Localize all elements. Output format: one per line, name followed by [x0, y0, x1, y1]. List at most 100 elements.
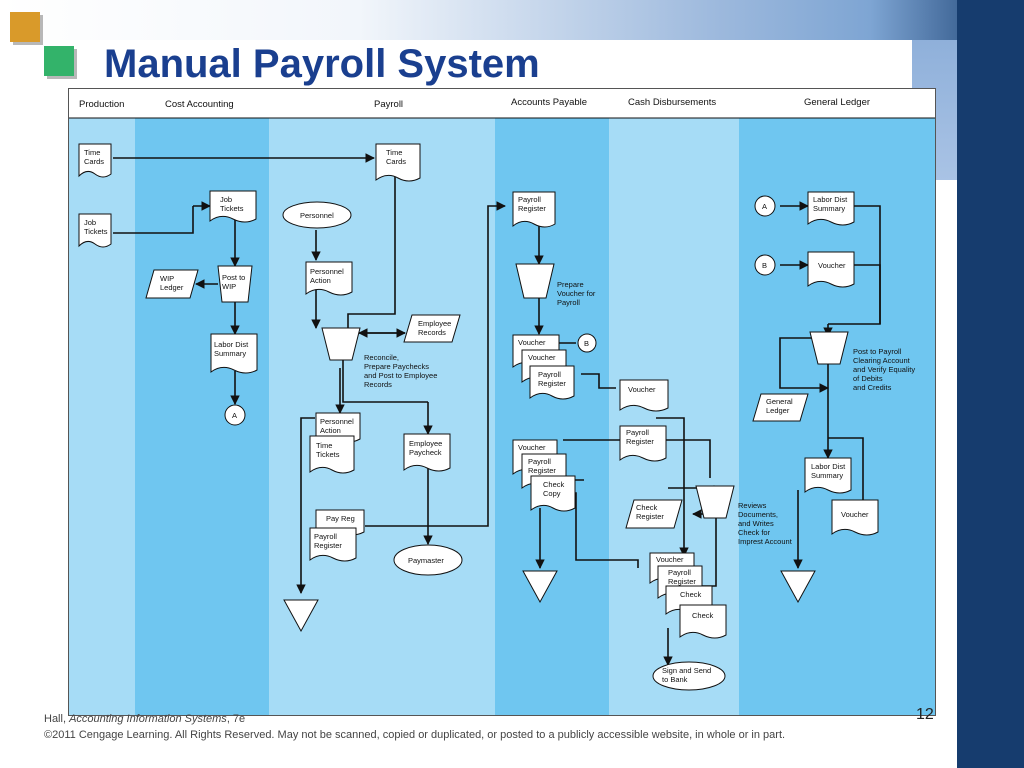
page-number: 12 [916, 706, 934, 723]
ledger-ca-wip [145, 269, 199, 299]
label-ap-connector-b: B [584, 339, 589, 348]
label-gl-connector-a: A [762, 202, 767, 211]
document-pr-employee-paycheck [403, 433, 451, 472]
label-gl-voucher: Voucher [818, 261, 846, 270]
right-decorative-band [957, 0, 1024, 768]
terminal-pr-paymaster [393, 544, 463, 576]
file-ap-triangle [522, 570, 558, 604]
document-gl-voucher-2 [831, 499, 879, 536]
footer-copyright: ©2011 Cengage Learning. All Rights Reser… [44, 729, 786, 741]
lane-header-cost-accounting: Cost Accounting [165, 99, 234, 110]
document-gl-voucher [807, 251, 855, 288]
ledger-pr-employee-records [403, 314, 461, 343]
document-pr-payroll-register [309, 527, 357, 562]
label-ap-voucher-3: Voucher [518, 443, 546, 452]
green-square-bullet [44, 46, 74, 76]
document-cd-payroll-register [619, 425, 667, 462]
document-cd-check-2 [679, 604, 727, 639]
manual-op-pr-reconcile [321, 327, 361, 361]
connector-gl-b [754, 254, 776, 276]
document-cd-voucher [619, 379, 669, 412]
footer-citation: Hall, Accounting Information Systems, 7e [44, 713, 245, 725]
document-pr-time-cards [375, 143, 421, 182]
manual-op-cd-reviews [695, 485, 735, 519]
slide-title: Manual Payroll System [104, 42, 540, 86]
document-gl-labor-dist-summary [807, 191, 855, 226]
file-gl-triangle [780, 570, 816, 604]
connector-ap-b [577, 333, 597, 353]
label-gl-connector-b: B [762, 261, 767, 270]
document-prod-time-cards [78, 143, 112, 178]
label-cd-voucher: Voucher [628, 385, 656, 394]
lane-production [68, 88, 135, 716]
terminal-cd-sign-send [652, 661, 726, 691]
lane-header-payroll: Payroll [374, 99, 403, 110]
lane-cost-accounting [135, 88, 269, 716]
manual-op-gl-post-to-clearing [809, 331, 849, 365]
file-pr-triangle [283, 599, 319, 633]
label-cd-check-1: Check [680, 590, 702, 599]
label-cd-voucher-2: Voucher [656, 555, 684, 564]
lane-header-accounts-payable: Accounts Payable [511, 97, 587, 108]
manual-op-ap-prepare-voucher [515, 263, 555, 299]
ledger-gl-general-ledger [752, 393, 809, 422]
connector-ca-a [224, 404, 246, 426]
label-pr-paymaster: Paymaster [408, 556, 444, 565]
label-ap-voucher-2: Voucher [528, 353, 556, 362]
ledger-cd-check-register [625, 499, 683, 529]
document-pr-time-tickets [309, 435, 355, 474]
document-ca-job-tickets [209, 190, 257, 223]
label-ap-voucher-1: Voucher [518, 338, 546, 347]
terminal-pr-personnel [282, 201, 352, 229]
document-ap-check-copy [530, 475, 576, 512]
lane-header-production: Production [79, 99, 124, 110]
label-pr-personnel: Personnel [300, 211, 334, 220]
manual-op-ca-post-to-wip [217, 265, 253, 303]
lane-header-general-ledger: General Ledger [804, 97, 870, 108]
document-ap-payroll-register-2 [529, 365, 575, 400]
document-ca-labor-dist-summary [210, 333, 258, 374]
footer-edition: , 7e [226, 713, 246, 725]
lane-accounts-payable [495, 88, 609, 716]
document-prod-job-tickets [78, 213, 112, 248]
connector-gl-a [754, 195, 776, 217]
footer-author: Hall, [44, 713, 70, 725]
lane-header-cash-disbursements: Cash Disbursements [628, 97, 716, 108]
label-cd-check-2: Check [692, 611, 714, 620]
lane-header-band [68, 88, 936, 118]
document-ap-payroll-register [512, 191, 556, 228]
label-gl-voucher-2: Voucher [841, 510, 869, 519]
label-pr-pay-reg: Pay Reg [326, 514, 355, 523]
payroll-flowchart: Production Cost Accounting Payroll Accou… [68, 88, 936, 716]
document-pr-personnel-action [305, 261, 353, 296]
label-ca-connector-a: A [232, 411, 237, 420]
document-gl-labor-dist-summary-2 [804, 457, 852, 494]
